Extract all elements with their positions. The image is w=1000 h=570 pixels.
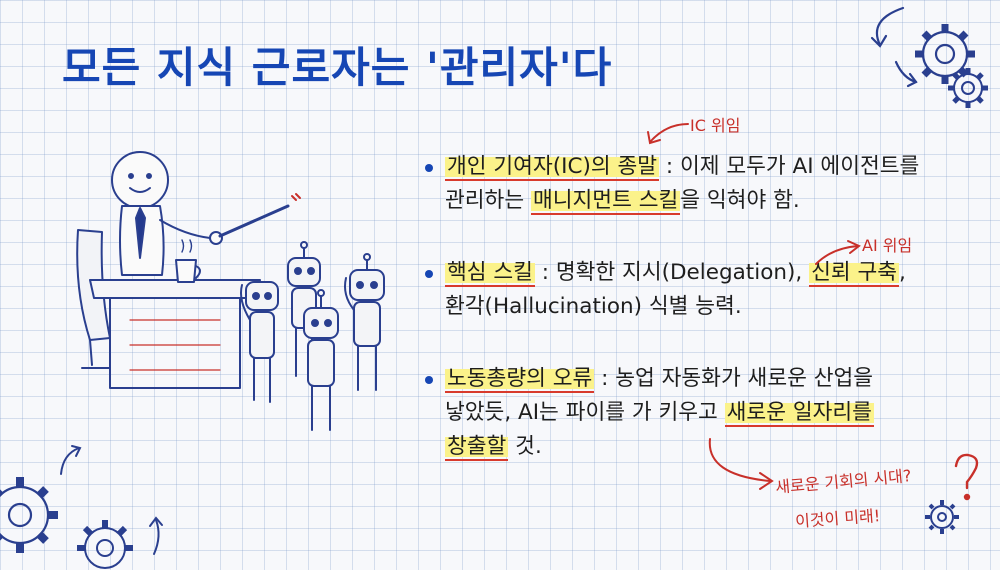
circular-arrow-icon <box>60 445 82 475</box>
robot-icon <box>240 281 279 403</box>
stick-figure-manager <box>111 151 169 209</box>
arrow-icon <box>815 240 861 265</box>
question-mark-icon <box>954 453 979 501</box>
highlight-text: 새로운 일자리를 <box>724 400 874 427</box>
gear-icon <box>925 500 959 534</box>
annotation-ic: IC 위임 <box>690 116 741 135</box>
robot-icon <box>344 253 385 391</box>
highlight-text: 신뢰 구축 <box>809 260 900 287</box>
page-title: 모든 지식 근로자는 '관리자'다 <box>62 43 613 92</box>
arrow-icon <box>647 123 689 145</box>
bullet-list: 개인 기여자(IC)의 종말 : 이제 모두가 AI 에이전트를 관리하는 매니… <box>425 150 985 502</box>
highlight-text: 매니지먼트 스킬 <box>530 188 681 215</box>
annotation-future-2: 이것이 미래! <box>794 506 881 531</box>
bullet-item-lump-of-labor: 노동총량의 오류 : 농업 자동화가 새로운 산업을 낳았듯, AI는 파이를 … <box>425 362 985 464</box>
annotation-ai: AI 위임 <box>862 236 913 255</box>
gear-icon <box>0 477 58 553</box>
highlight-text: 창출할 <box>445 434 509 461</box>
manager-illustration <box>76 151 385 431</box>
highlight-text: 핵심 스킬 <box>445 260 535 287</box>
bullet-item-skills: 핵심 스킬 : 명확한 지시(Delegation), 신뢰 구축, 환각(Ha… <box>425 256 985 324</box>
circular-arrow-icon <box>149 516 163 555</box>
bullet-item-ic: 개인 기여자(IC)의 종말 : 이제 모두가 AI 에이전트를 관리하는 매니… <box>425 150 985 218</box>
highlight-text: 개인 기여자(IC)의 종말 <box>445 154 660 181</box>
highlight-text: 노동총량의 오류 <box>445 366 595 393</box>
gear-icon <box>77 520 133 569</box>
arrow-icon <box>708 438 774 490</box>
circular-arrow-icon <box>870 6 918 88</box>
gear-icon <box>948 68 988 108</box>
robot-icon <box>303 289 339 431</box>
